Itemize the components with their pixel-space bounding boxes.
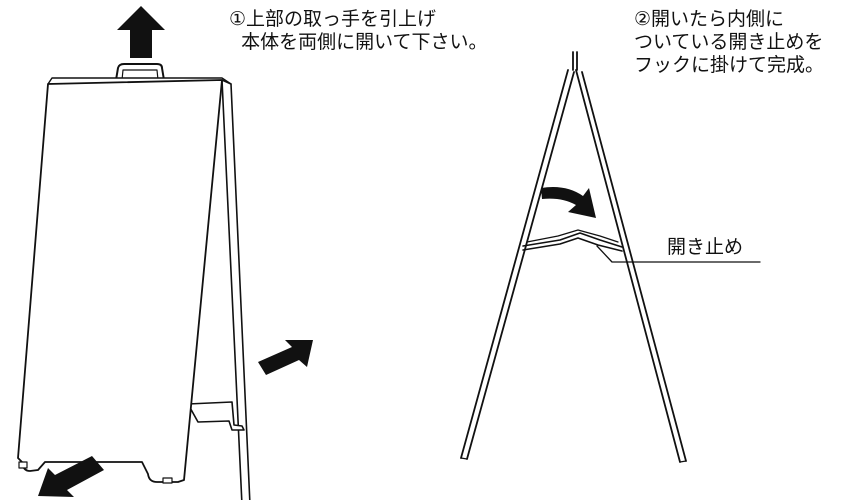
step-2-line-3: フックに掛けて完成。 [634, 54, 825, 76]
a-frame-side-illustration [460, 51, 761, 463]
step-1-instruction: ①上部の取っ手を引上げ 本体を両側に開いて下さい。 [229, 8, 488, 54]
handle [115, 63, 165, 81]
left-leg [460, 69, 569, 459]
fold-down-arrow-icon [541, 187, 596, 218]
step-2-line-1: ②開いたら内側に [634, 8, 785, 30]
stopper-leader-line [596, 245, 761, 263]
step-2-line-2: ついている開き止めを [634, 31, 824, 53]
step-1-line-1: ①上部の取っ手を引上げ [229, 8, 437, 30]
step-2-instruction: ②開いたら内側についている開き止めをフックに掛けて完成。 [634, 8, 824, 77]
open-left-arrow-icon [38, 456, 104, 497]
open-right-arrow-icon [258, 340, 313, 375]
folded-sign-illustration [17, 6, 313, 500]
back-panel-foot [187, 401, 245, 431]
back-panel [221, 79, 251, 500]
right-leg [575, 69, 681, 463]
opening-stopper [522, 232, 623, 248]
stopper-callout-label: 開き止め [667, 236, 744, 258]
lift-up-arrow-icon [117, 6, 165, 58]
front-panel [17, 79, 223, 483]
step-1-line-2: 本体を両側に開いて下さい。 [229, 31, 488, 53]
